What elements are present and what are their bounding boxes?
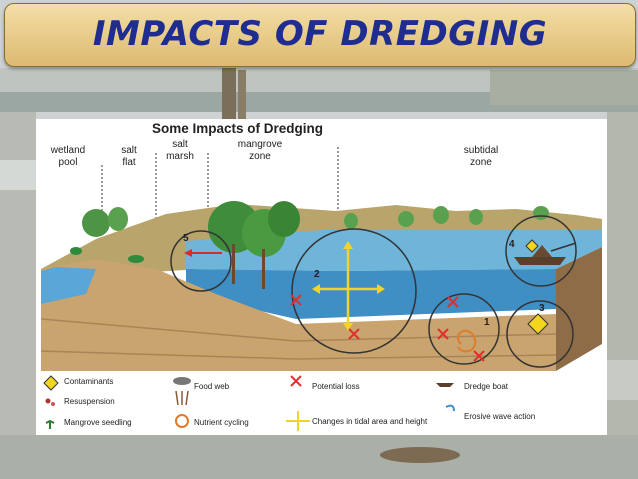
- legend-tidal-changes: Changes in tidal area and height: [312, 417, 428, 426]
- legend-erosive-wave: Erosive wave action: [464, 412, 536, 421]
- sediment-layer: [40, 318, 557, 342]
- potential-loss-marks: [290, 294, 485, 362]
- resuspension-icon: [45, 398, 51, 404]
- marker-1: 1: [484, 317, 490, 328]
- zone-label-line: zone: [249, 151, 271, 162]
- impact-circle-4: [505, 215, 577, 287]
- resuspension-icon-dot: [51, 402, 55, 406]
- legend-potential-loss: Potential loss: [312, 382, 360, 391]
- zone-label-line: pool: [58, 157, 78, 168]
- legend-contaminants: Contaminants: [64, 377, 114, 386]
- slide-title: IMPACTS OF DREDGING: [92, 14, 548, 54]
- impact-circle-5: [170, 230, 232, 292]
- nutrient-cycle-swirl: [456, 329, 477, 353]
- zone-label-line: flat: [122, 157, 136, 168]
- legend-dredge-boat: Dredge boat: [464, 382, 509, 391]
- legend-food-web: Food web: [194, 382, 230, 391]
- title-banner: IMPACTS OF DREDGING: [4, 3, 636, 67]
- erosive-wave-icon: [445, 404, 455, 412]
- wetland-pool: [41, 267, 96, 304]
- diagram-title: Some Impacts of Dredging: [152, 121, 324, 136]
- zone-label-line: subtidal: [463, 145, 499, 156]
- impact-circle-3: [506, 300, 574, 368]
- zone-label-salt-flat: salt flat: [114, 145, 144, 169]
- zone-label-line: mangrove: [237, 139, 283, 150]
- zone-label-line: salt: [121, 145, 137, 156]
- impact-circle-1: [428, 293, 500, 365]
- zone-label-wetland-pool: wetland pool: [48, 145, 88, 169]
- legend-nutrient-cycling: Nutrient cycling: [194, 418, 249, 427]
- sediment-layer: [40, 350, 557, 360]
- impact-circle-2: [291, 228, 417, 354]
- mangrove-seedling-icon: [45, 419, 55, 429]
- contaminant-marker: [525, 239, 539, 253]
- zone-label-line: salt: [172, 139, 188, 150]
- contaminants-icon: [43, 375, 59, 391]
- diagram-panel: Some Impacts of Dredging wetland pool sa…: [36, 119, 607, 435]
- marker-5: 5: [183, 233, 189, 244]
- contaminant-marker: [527, 313, 549, 335]
- zone-label-salt-marsh: salt marsh: [162, 139, 198, 163]
- zone-label-line: wetland: [50, 145, 86, 156]
- nutrient-cycling-icon: [175, 414, 189, 428]
- tidal-change-arrows: [312, 241, 385, 331]
- marker-2: 2: [314, 269, 320, 280]
- sediment-side: [556, 247, 602, 371]
- water-surface: [186, 229, 602, 271]
- food-web-fish-icon: [173, 377, 191, 385]
- dredging-illustration: 5 2 1 3 4: [40, 147, 602, 371]
- sediment-front: [41, 259, 556, 371]
- food-web-icon: [175, 390, 189, 406]
- marker-4: 4: [509, 239, 515, 250]
- tidal-change-icon: [286, 411, 310, 431]
- erosion-arrowhead: [184, 249, 192, 257]
- mangrove-trees: [70, 201, 549, 289]
- water-body: [186, 269, 556, 319]
- zone-label-line: zone: [470, 157, 492, 168]
- zone-label-subtidal-zone: subtidal zone: [456, 145, 506, 169]
- legend-resuspension: Resuspension: [64, 397, 115, 406]
- dredge-boat-icon: [436, 383, 454, 387]
- dredge-boat: [514, 242, 577, 265]
- legend-mangrove-seedling: Mangrove seedling: [64, 418, 132, 427]
- zone-label-line: marsh: [166, 151, 194, 162]
- marker-3: 3: [539, 303, 545, 314]
- potential-loss-icon: [290, 375, 302, 387]
- legend-icons: [43, 375, 455, 431]
- zone-label-mangrove-zone: mangrove zone: [232, 139, 288, 163]
